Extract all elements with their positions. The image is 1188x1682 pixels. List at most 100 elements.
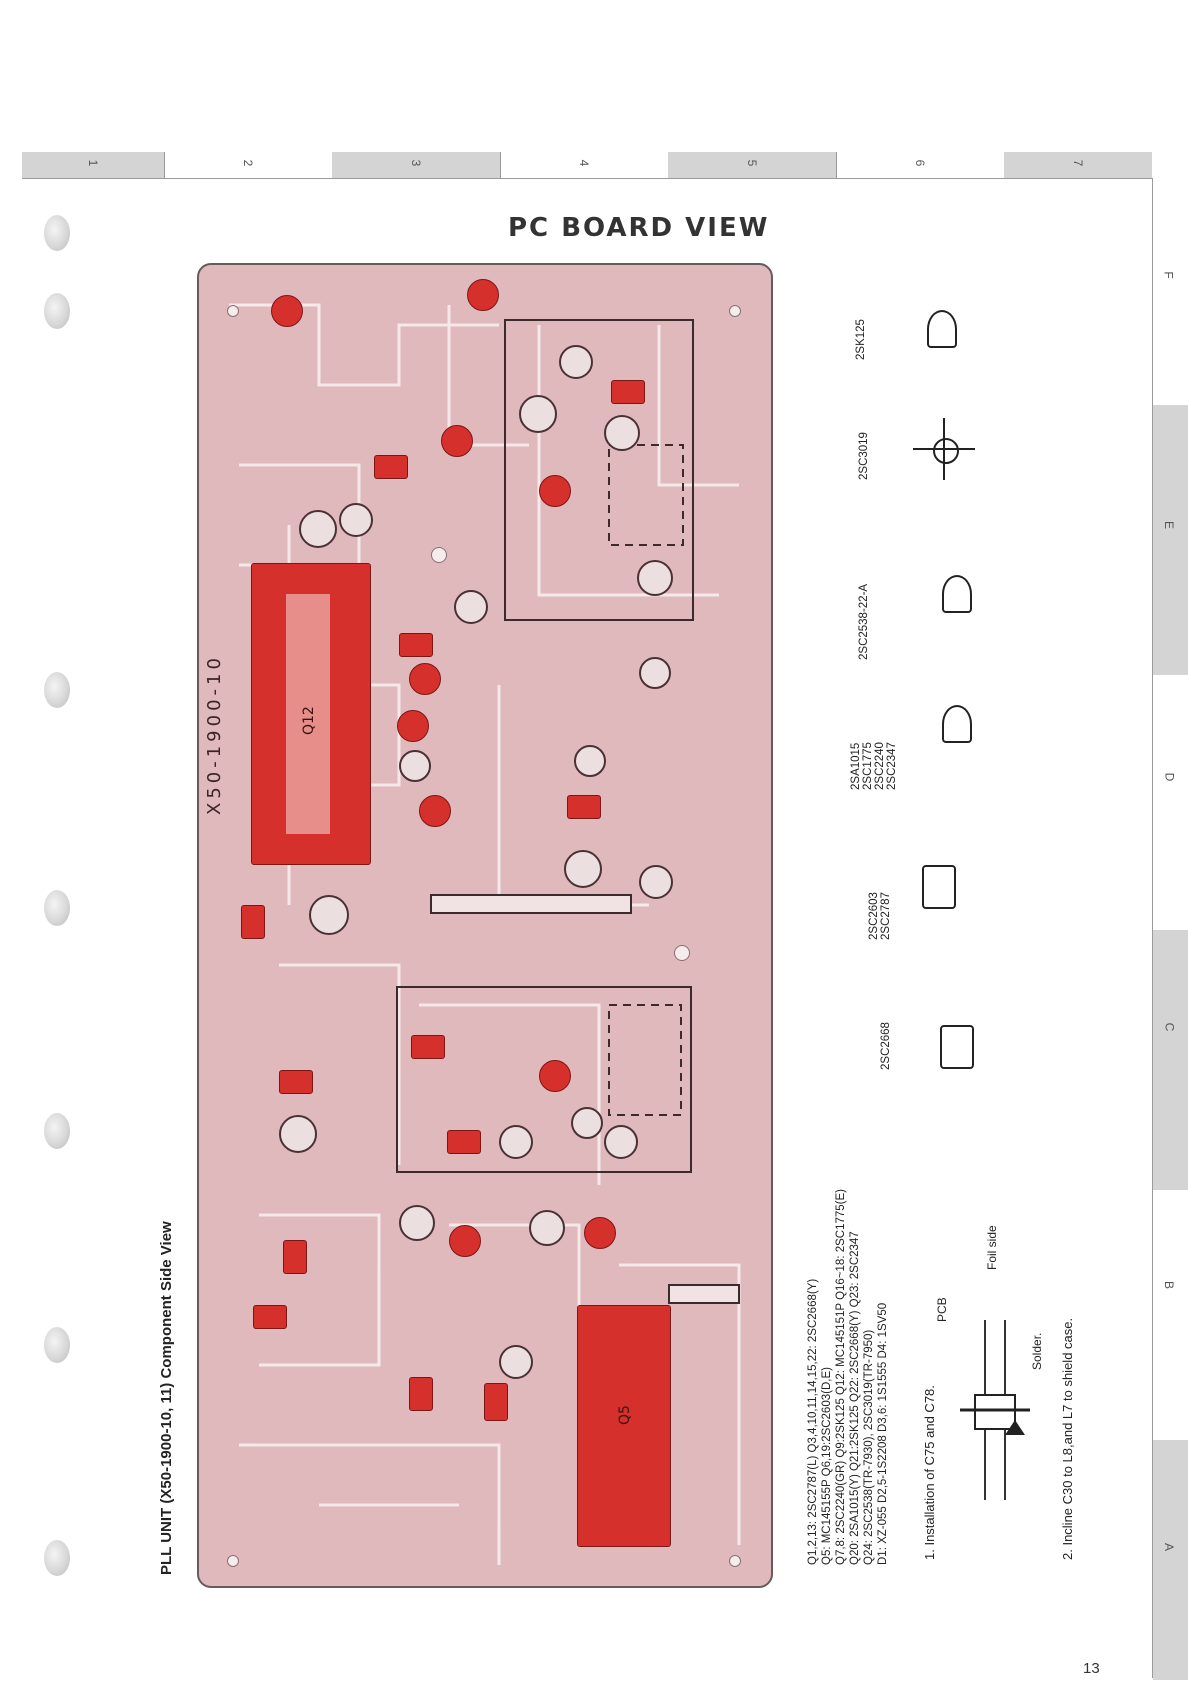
transistor-q8 <box>584 1217 616 1249</box>
binder-hole <box>44 672 70 708</box>
transistor-q21 <box>539 475 571 507</box>
ttype-label: 2SA1015 2SC1775 2SC2240 2SC2347 <box>850 742 898 790</box>
capacitor <box>564 850 602 888</box>
transistor-outline-2sa1015 <box>930 690 980 760</box>
transistor-q7 <box>449 1225 481 1257</box>
ruler-col: 2 <box>164 152 333 178</box>
page-title: PC BOARD VIEW <box>508 213 770 243</box>
ruler-col: 6 <box>836 152 1005 178</box>
binder-hole <box>44 215 70 251</box>
capacitor <box>339 503 373 537</box>
legend-line: Q1,2,13: 2SC2787(L) Q3,4,10,11,14,15,22:… <box>807 1278 819 1565</box>
ruler-row: B <box>1162 1280 1177 1290</box>
row-ruler <box>1152 178 1153 1678</box>
ic-q5 <box>577 1305 671 1547</box>
capacitor <box>279 1115 317 1153</box>
ruler-col: 5 <box>668 152 837 178</box>
capacitor <box>399 750 431 782</box>
ruler-row: C <box>1162 1022 1177 1032</box>
capacitor <box>529 1210 565 1246</box>
solder-label: Solder. <box>1030 1332 1044 1370</box>
transistor-q4 <box>484 1383 508 1421</box>
ruler-shade <box>1153 1440 1188 1680</box>
transistor-q23 <box>467 279 499 311</box>
transistor-q14 <box>567 795 601 819</box>
ruler-col: 3 <box>332 152 501 178</box>
ic-q5-label: Q5 <box>617 1405 633 1425</box>
ruler-shade <box>1153 930 1188 1190</box>
transistor-q22 <box>611 380 645 404</box>
transistor-outline-2sc2538 <box>930 560 980 630</box>
pad <box>729 1555 741 1567</box>
transistor-outline-2sc2668 <box>930 1005 980 1085</box>
transistor-q16 <box>419 795 451 827</box>
legend-line: Q5: MC145155P Q6,19:2SC2603(D,E) <box>821 1367 833 1565</box>
pad <box>227 1555 239 1567</box>
transistor-q2 <box>283 1240 307 1274</box>
transistor-q6 <box>279 1070 313 1094</box>
pc-board: X50-1900-10 Q12 Q5 <box>197 263 773 1588</box>
ic-q12 <box>251 563 371 865</box>
unit-title: PLL UNIT (X50-1900-10, 11) Component Sid… <box>158 1221 175 1575</box>
binder-hole <box>44 1113 70 1149</box>
transistor-q11 <box>411 1035 445 1059</box>
transistor-q17 <box>397 710 429 742</box>
ruler-col: 1 <box>22 152 165 178</box>
transistor-outline-2sc3019 <box>905 410 985 490</box>
transistor-q9 <box>539 1060 571 1092</box>
capacitor <box>309 895 349 935</box>
pad <box>674 945 690 961</box>
capacitor <box>637 560 673 596</box>
legend-line: Q7,8: 2SC2240(GR) Q9:2SK125 Q12: MC14515… <box>835 1189 847 1565</box>
ruler-row: E <box>1162 520 1177 530</box>
capacitor <box>559 345 593 379</box>
installation-diagram <box>960 1320 1030 1500</box>
capacitor <box>639 657 671 689</box>
binder-hole <box>44 890 70 926</box>
transistor-q18 <box>409 663 441 695</box>
transistor-q10 <box>447 1130 481 1154</box>
column-ruler: 1 2 3 4 5 6 7 <box>22 152 1152 179</box>
transistor-outline-2sk125 <box>915 260 975 360</box>
ruler-shade <box>1153 405 1188 675</box>
binder-hole <box>44 1327 70 1363</box>
transistor-q19 <box>374 455 408 479</box>
transistor-q15 <box>399 633 433 657</box>
ruler-col: 7 <box>1004 152 1152 178</box>
legend-line: Q24: 2SC2538(TR-7930), 2SC3019(TR-7950) <box>863 1329 875 1565</box>
capacitor <box>604 415 640 451</box>
pad <box>729 305 741 317</box>
binder-hole <box>44 1540 70 1576</box>
ttype-label: 2SC2538-22-A <box>858 583 870 660</box>
note-1: 1. Installation of C75 and C78. <box>922 1385 937 1560</box>
pcb-label: PCB <box>935 1297 949 1322</box>
board-code: X50-1900-10 <box>204 654 225 815</box>
capacitor <box>574 745 606 777</box>
capacitor <box>604 1125 638 1159</box>
binder-hole <box>44 293 70 329</box>
capacitor <box>499 1345 533 1379</box>
ruler-row: A <box>1162 1542 1177 1552</box>
legend-line: Q20: 2SA1015(Y) Q21:2SK125 Q22: 2SC2668(… <box>849 1231 861 1565</box>
ruler-col: 4 <box>500 152 669 178</box>
transistor-q24 <box>271 295 303 327</box>
capacitor <box>299 510 337 548</box>
ruler-row: D <box>1162 772 1177 782</box>
pad <box>227 305 239 317</box>
ttype-label: 2SC3019 <box>858 432 870 480</box>
ttype-label: 2SK125 <box>855 319 867 360</box>
ttype-label: 2SC2668 <box>880 1022 892 1070</box>
ic-q12-label: Q12 <box>301 706 317 735</box>
capacitor <box>639 865 673 899</box>
transistor-q3 <box>409 1377 433 1411</box>
page-number: 13 <box>1083 1660 1100 1677</box>
legend-line: D1: XZ-055 D2,5-1S2208 D3,6: 1S1555 D4: … <box>877 1302 889 1565</box>
pad <box>431 547 447 563</box>
capacitor <box>399 1205 435 1241</box>
transistor-q20 <box>441 425 473 457</box>
ttype-label: 2SC2603 2SC2787 <box>868 892 892 940</box>
transistor-outline-2sc2603 <box>912 850 962 920</box>
capacitor <box>519 395 557 433</box>
capacitor <box>454 590 488 624</box>
transistor-q1 <box>253 1305 287 1329</box>
